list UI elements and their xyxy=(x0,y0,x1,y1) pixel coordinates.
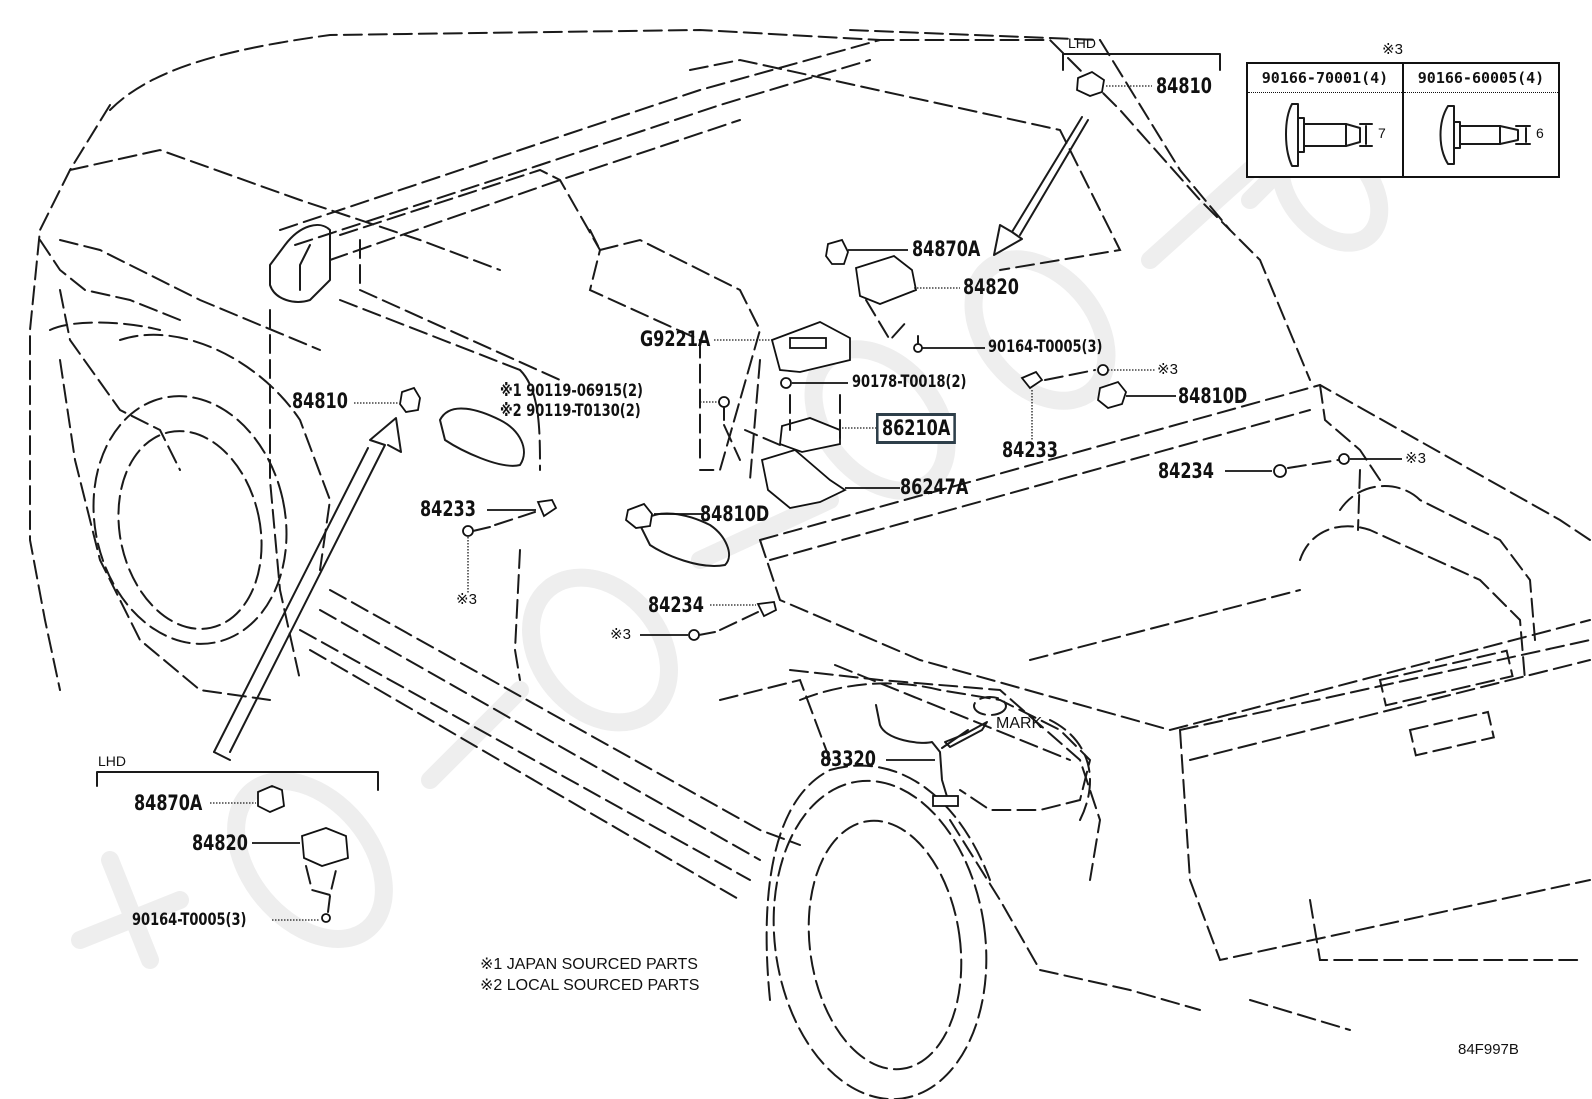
part-number-84810d-center[interactable]: 84810D xyxy=(700,502,770,526)
sensor-84810d-center-icon xyxy=(625,502,653,529)
leader-lines xyxy=(210,85,1402,921)
part-number-84234-right[interactable]: 84234 xyxy=(1158,459,1214,483)
switch-84820-icon xyxy=(855,254,918,305)
fastener-col-1-part[interactable]: 90166-70001(4) xyxy=(1248,64,1404,93)
part-number-86247a[interactable]: 86247A xyxy=(900,475,969,499)
part-number-90119-06915[interactable]: ※1 90119-06915(2) xyxy=(500,381,643,401)
switch-84820-lhd-icon xyxy=(301,827,349,867)
bolt-7mm-icon xyxy=(1285,103,1373,167)
part-number-90178-t0018[interactable]: 90178-T0018(2) xyxy=(852,372,967,392)
sensor-84233-right-icon xyxy=(1020,370,1044,390)
lhd-bracket-bottom xyxy=(96,771,379,791)
fastener-drawings xyxy=(1285,103,1531,167)
sensor-84810-left-icon xyxy=(399,386,421,413)
part-number-83320[interactable]: 83320 xyxy=(820,747,876,771)
sensor-84810d-right-icon xyxy=(1097,380,1128,409)
sensor-84234-center-icon xyxy=(756,601,778,618)
fastener-col-2-part[interactable]: 90166-60005(4) xyxy=(1404,64,1558,93)
table-divider xyxy=(1402,64,1404,176)
part-number-84810-lhd[interactable]: 84810 xyxy=(1156,74,1212,98)
part-icons xyxy=(257,70,1361,923)
bracket-86247a-icon xyxy=(760,448,847,509)
watermark xyxy=(71,128,1389,969)
vehicle-bed xyxy=(759,383,1591,1031)
rear-wheel xyxy=(719,669,1201,1099)
ref-mark-3-right-upper: ※3 xyxy=(1157,361,1178,378)
lhd-bracket-top xyxy=(1062,53,1221,71)
mark-label: MARK xyxy=(996,715,1043,732)
ref-mark-3-left: ※3 xyxy=(456,591,477,608)
switch-84870a-lhd-icon xyxy=(257,785,285,813)
note-local-sourced: ※2 LOCAL SOURCED PARTS xyxy=(480,977,700,994)
part-number-g9221a[interactable]: G9221A xyxy=(640,327,711,351)
part-number-84820[interactable]: 84820 xyxy=(963,275,1019,299)
part-number-90164-t0005[interactable]: 90164-T0005(3) xyxy=(988,337,1103,357)
part-number-84870a[interactable]: 84870A xyxy=(912,237,981,261)
part-number-84233-left[interactable]: 84233 xyxy=(420,497,476,521)
bolt-6mm-icon xyxy=(1439,105,1531,165)
part-number-84234-center[interactable]: 84234 xyxy=(648,593,704,617)
vehicle-cabin xyxy=(269,29,1311,681)
part-number-84810d-right[interactable]: 84810D xyxy=(1178,384,1248,408)
ref-mark-3-center: ※3 xyxy=(610,626,631,643)
vehicle-front xyxy=(29,28,881,701)
part-number-86210a-highlighted[interactable]: 86210A xyxy=(876,413,957,444)
ref-mark-3-right-lower: ※3 xyxy=(1405,450,1426,467)
sensor-84234-right-icon xyxy=(1273,464,1287,478)
diagram-code: 84F997B xyxy=(1458,1041,1519,1058)
lhd-label-top: LHD xyxy=(1068,35,1097,51)
part-number-84810-left[interactable]: 84810 xyxy=(292,389,348,413)
fastener-col-1-dimension: 7 xyxy=(1378,125,1386,141)
note-japan-sourced: ※1 JAPAN SOURCED PARTS xyxy=(480,956,698,973)
sensor-84810-lhd-icon xyxy=(1076,70,1105,97)
lhd-label-bottom: LHD xyxy=(98,753,127,769)
fastener-table: 90166-70001(4) 90166-60005(4) xyxy=(1246,62,1560,178)
part-number-84820-lhd[interactable]: 84820 xyxy=(192,831,248,855)
fastener-table-ref: ※3 xyxy=(1382,41,1403,58)
part-number-90119-t0130[interactable]: ※2 90119-T0130(2) xyxy=(500,401,641,421)
switch-84870a-icon xyxy=(825,238,849,265)
sensor-84233-left-icon xyxy=(536,499,558,518)
part-number-84233-right[interactable]: 84233 xyxy=(1002,438,1058,462)
direction-arrows xyxy=(213,116,1089,761)
side-sill xyxy=(299,589,801,901)
fastener-col-2-dimension: 6 xyxy=(1536,125,1544,141)
part-number-84870a-lhd[interactable]: 84870A xyxy=(134,791,203,815)
fuel-tank-area xyxy=(799,664,1092,811)
part-number-90164-t0005-lhd[interactable]: 90164-T0005(3) xyxy=(132,910,247,930)
